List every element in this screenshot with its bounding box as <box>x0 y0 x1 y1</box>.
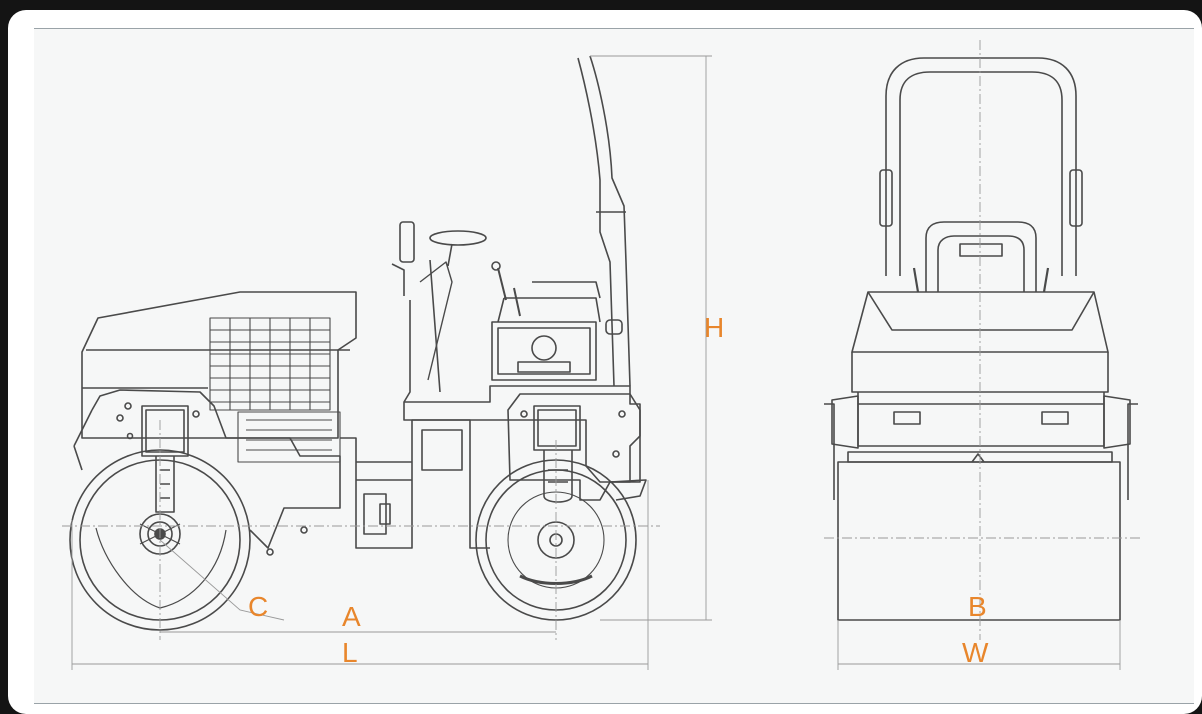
front-frame <box>91 389 341 549</box>
dimension-lines <box>62 40 1140 670</box>
engine-hood <box>81 291 357 439</box>
label-axle-distance: A <box>342 601 361 632</box>
drum-frame <box>857 392 1105 447</box>
label-overall-width: W <box>962 637 989 668</box>
label-height: H <box>704 312 724 343</box>
rops-hoop <box>885 57 1077 276</box>
label-clearance: C <box>248 591 268 622</box>
seat <box>925 221 1037 292</box>
label-drum-width: B <box>968 591 987 622</box>
rear-frame <box>507 393 641 501</box>
engine-vent-grid <box>209 317 341 463</box>
label-length: L <box>342 637 358 668</box>
front-view <box>824 57 1138 621</box>
rops-bar <box>577 55 631 387</box>
operator-platform <box>403 385 641 483</box>
side-view <box>69 55 647 631</box>
articulation-frame <box>340 419 490 549</box>
steering-column <box>403 259 441 403</box>
